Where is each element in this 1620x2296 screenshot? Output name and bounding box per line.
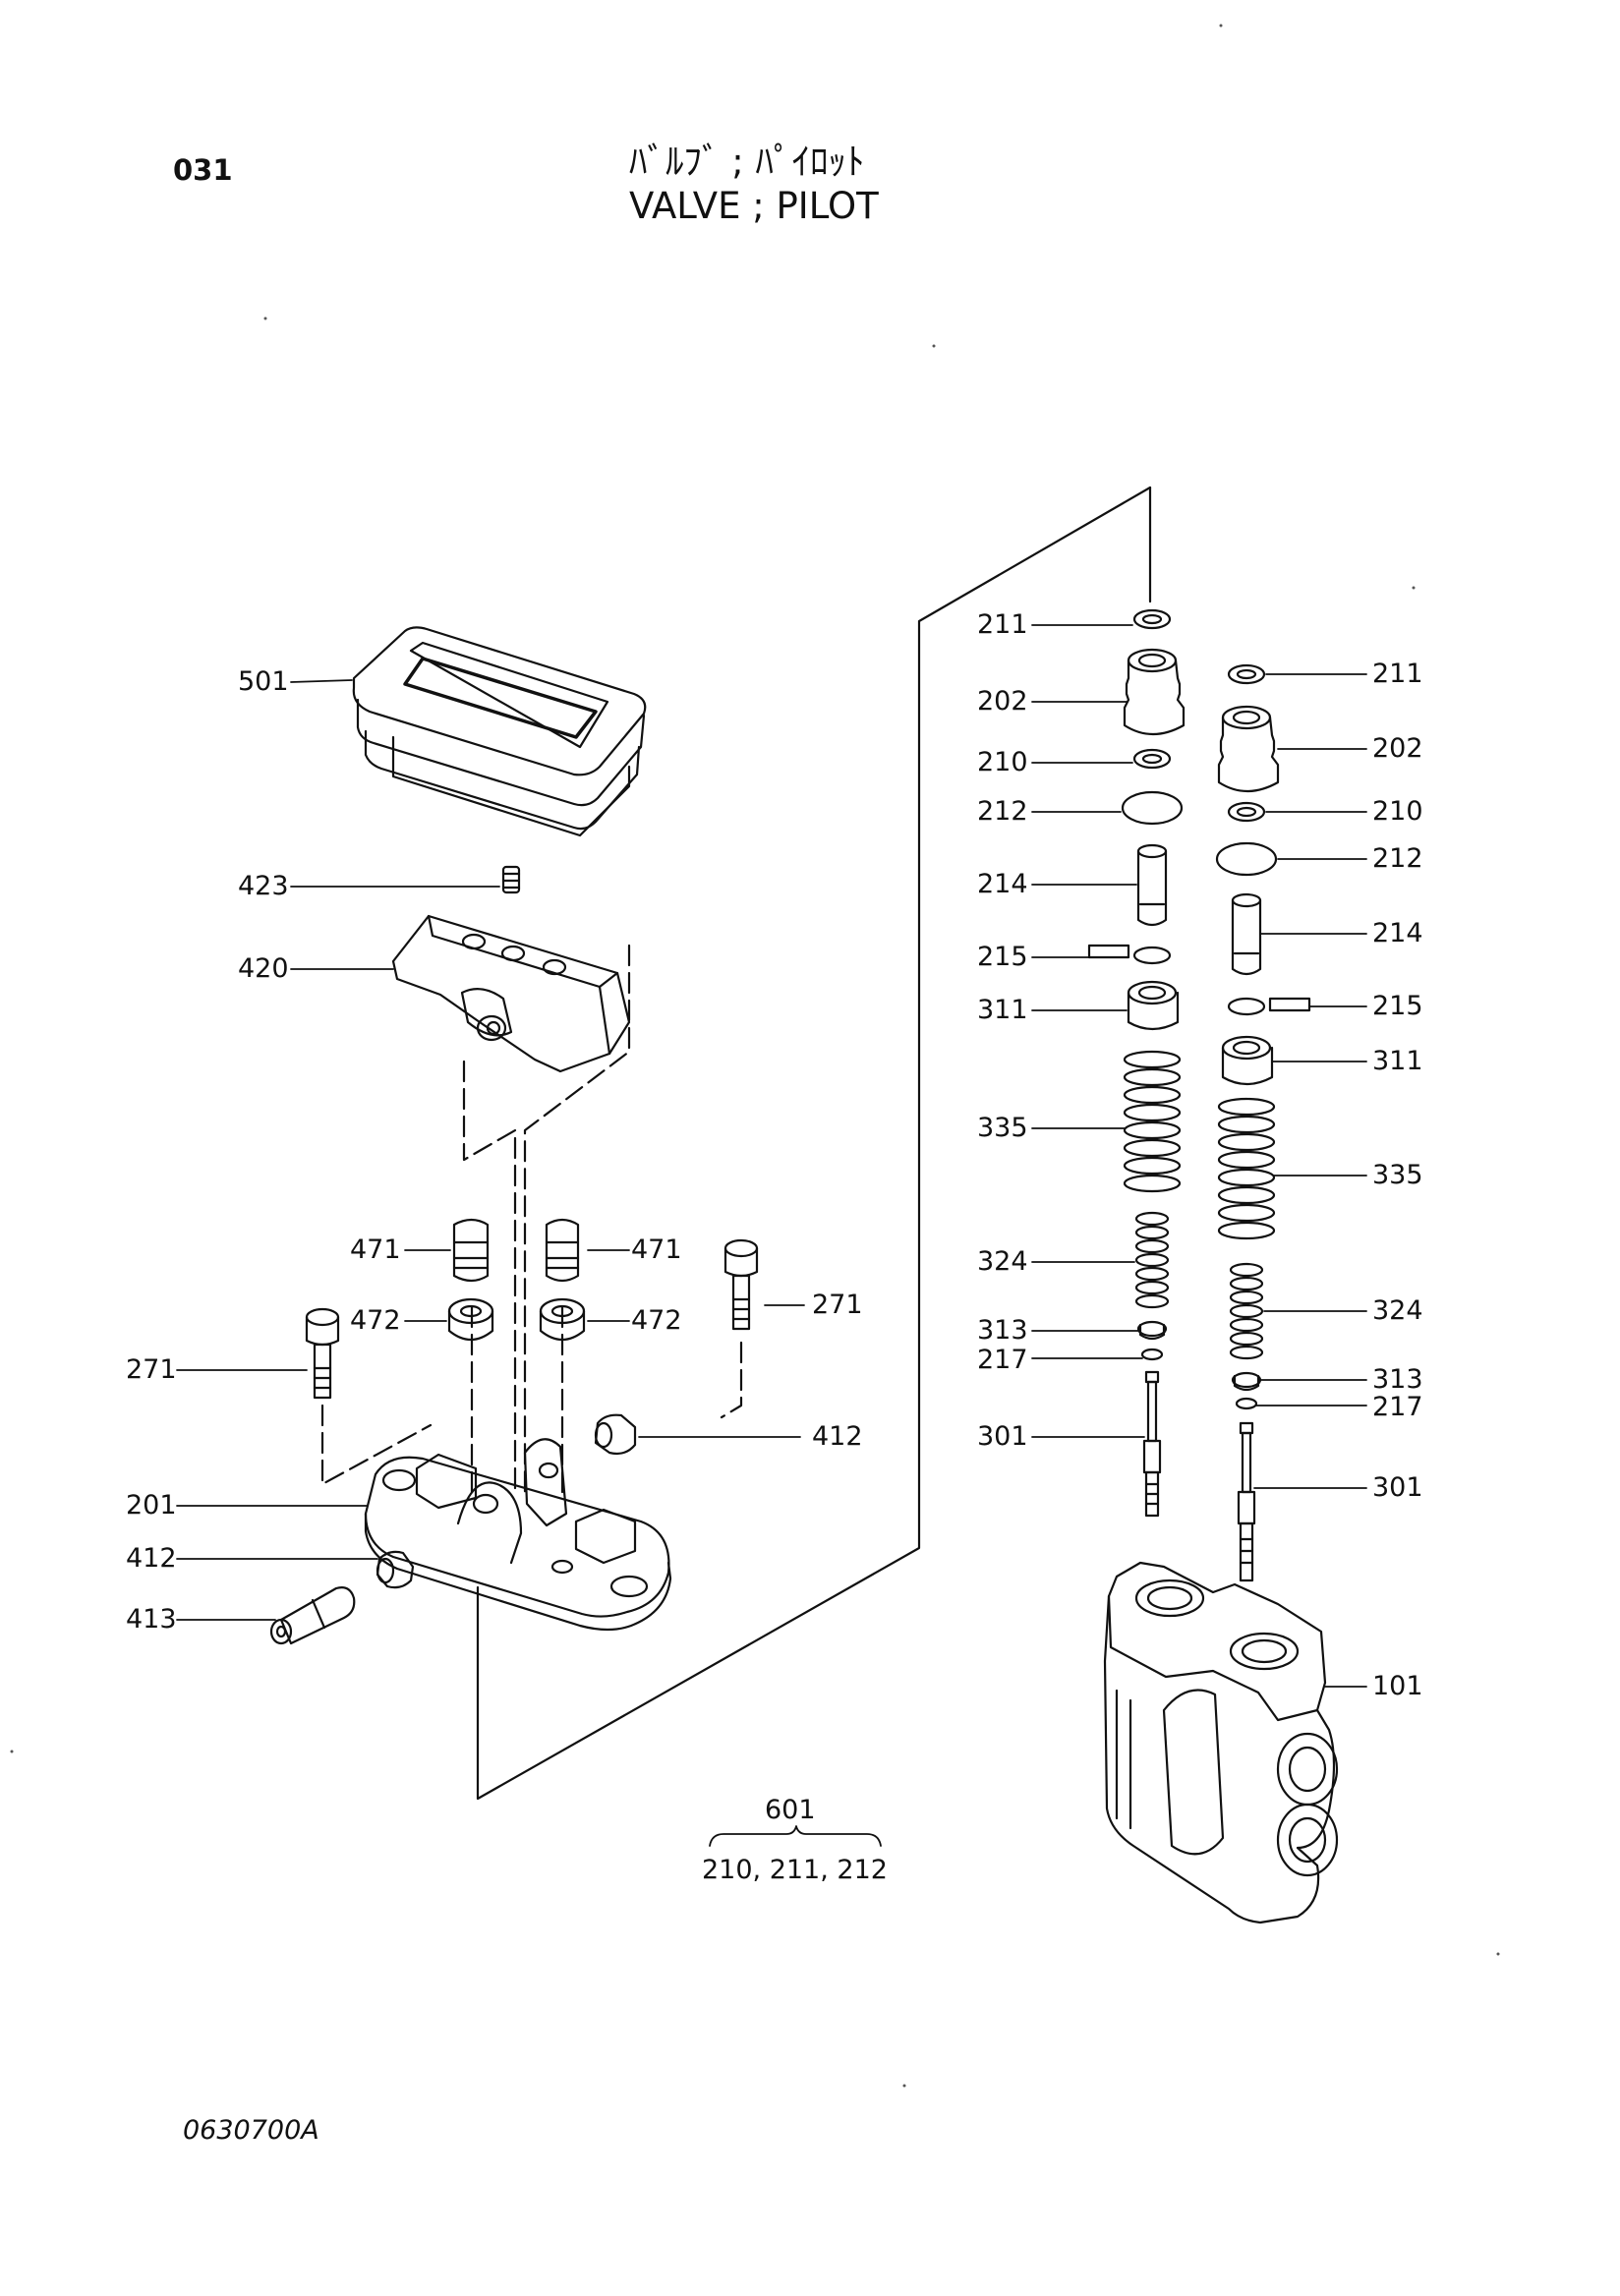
bolt-left-part <box>305 1307 433 1486</box>
callout-202-left: 202 <box>977 686 1028 717</box>
callout-501: 501 <box>238 666 289 697</box>
assembly-boundary-line <box>476 486 1152 1801</box>
callout-301-right: 301 <box>1372 1472 1423 1503</box>
callout-215-right: 215 <box>1372 991 1423 1021</box>
pin-upper-part <box>594 1413 637 1456</box>
callout-212-left: 212 <box>977 796 1028 827</box>
callout-412-lower: 412 <box>126 1543 177 1574</box>
callout-311-left: 311 <box>977 995 1028 1025</box>
callout-271-right: 271 <box>812 1290 863 1320</box>
leader-lines <box>176 624 1367 1688</box>
stack-left <box>1087 608 1186 1518</box>
callout-471-left: 471 <box>350 1234 401 1265</box>
pivot-pin-part <box>269 1586 356 1645</box>
stack-right <box>1215 663 1311 1582</box>
callout-324-right: 324 <box>1372 1295 1423 1326</box>
valve-body-part <box>1103 1561 1339 1924</box>
callout-211-right: 211 <box>1372 659 1423 689</box>
callout-210-left: 210 <box>977 747 1028 777</box>
callout-413: 413 <box>126 1604 177 1635</box>
casing-base-part <box>364 1438 672 1632</box>
small-spring-right <box>1229 1262 1264 1360</box>
bushing-left-part <box>447 1297 494 1342</box>
callout-101: 101 <box>1372 1671 1423 1701</box>
big-spring-right <box>1217 1097 1276 1240</box>
callout-335-left: 335 <box>977 1113 1028 1143</box>
callout-212-right: 212 <box>1372 843 1423 874</box>
callout-202-right: 202 <box>1372 733 1423 764</box>
callout-271-left: 271 <box>126 1354 177 1385</box>
callout-423: 423 <box>238 871 289 901</box>
callout-214-right: 214 <box>1372 918 1423 948</box>
drawing-code: 0630700A <box>183 2115 319 2146</box>
scan-dots <box>10 24 1500 2088</box>
callout-335-right: 335 <box>1372 1160 1423 1190</box>
page-number: 031 <box>173 153 233 187</box>
big-spring-left <box>1123 1050 1182 1193</box>
callout-214-left: 214 <box>977 869 1028 899</box>
callout-215-left: 215 <box>977 942 1028 972</box>
callout-211-left: 211 <box>977 609 1028 640</box>
callout-217-left: 217 <box>977 1345 1028 1375</box>
bushing-right-part <box>539 1297 586 1342</box>
small-spring-left <box>1134 1211 1170 1309</box>
title-english: VALVE ; PILOT <box>629 185 879 227</box>
callout-471-right: 471 <box>631 1234 682 1265</box>
plunger-right-part <box>545 1218 580 1283</box>
title-japanese: ﾊﾞﾙﾌﾞ ; ﾊﾟｲﾛｯﾄ <box>629 141 865 183</box>
kit-number: 601 <box>765 1795 816 1825</box>
callout-324-left: 324 <box>977 1246 1028 1277</box>
callout-472-right: 472 <box>631 1305 682 1336</box>
callout-217-right: 217 <box>1372 1392 1423 1422</box>
callout-412-upper: 412 <box>812 1421 863 1452</box>
callout-210-right: 210 <box>1372 796 1423 827</box>
kit-contents: 210, 211, 212 <box>702 1855 888 1885</box>
callout-201: 201 <box>126 1490 177 1521</box>
callout-313-left: 313 <box>977 1315 1028 1346</box>
callout-301-left: 301 <box>977 1421 1028 1452</box>
callout-313-right: 313 <box>1372 1364 1423 1395</box>
kit-brace <box>709 1825 882 1847</box>
set-screw-part <box>501 865 521 894</box>
callout-311-right: 311 <box>1372 1046 1423 1076</box>
plunger-left-part <box>452 1218 490 1283</box>
callout-472-left: 472 <box>350 1305 401 1336</box>
bolt-right-part <box>720 1238 759 1419</box>
rubber-boot-part <box>352 626 647 837</box>
callout-420: 420 <box>238 953 289 984</box>
cam-plate-part <box>391 914 631 1073</box>
